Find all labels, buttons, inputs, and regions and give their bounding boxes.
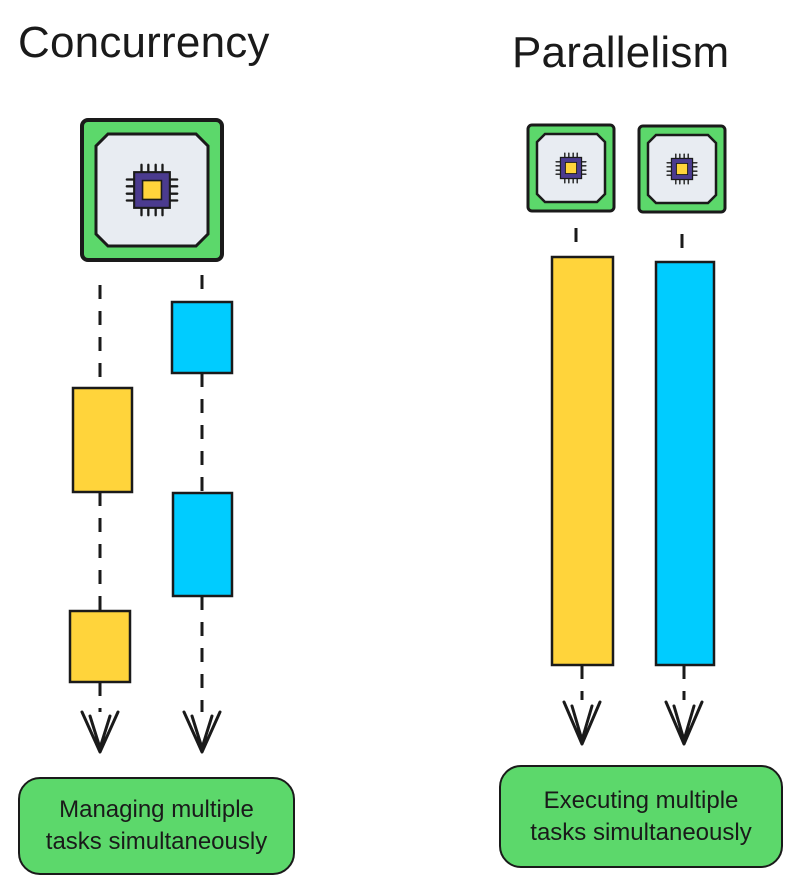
parallelism-arrow-b-icon: [664, 700, 704, 746]
parallelism-arrow-a-icon: [562, 700, 602, 746]
parallelism-caption: Executing multiple tasks simultaneously: [499, 765, 783, 868]
concurrency-caption: Managing multiple tasks simultaneously: [18, 777, 295, 875]
concurrency-title: Concurrency: [18, 18, 270, 67]
concurrency-arrow-a-icon: [80, 710, 120, 754]
parallelism-timeline-lines: [574, 228, 686, 700]
parallelism-task-b-bar: [654, 260, 716, 667]
concurrency-arrow-b-icon: [182, 710, 222, 754]
parallelism-cpu-1-icon: [526, 123, 616, 213]
concurrency-cpu-icon: [80, 118, 224, 262]
concurrency-caption-line-1: Managing multiple: [59, 796, 254, 823]
parallelism-caption-line-1: Executing multiple: [543, 786, 739, 814]
concurrency-task-a-block-2: [68, 609, 132, 684]
concurrency-task-a-block-1: [71, 386, 134, 494]
parallelism-cpu-2-icon: [637, 124, 727, 214]
concurrency-caption-line-2: tasks simultaneously: [45, 828, 268, 855]
parallelism-task-a-bar: [550, 255, 615, 667]
parallelism-caption-line-2: tasks simultaneously: [530, 818, 752, 846]
concurrency-task-b-block-1: [170, 300, 234, 375]
parallelism-title: Parallelism: [512, 28, 730, 77]
concurrency-task-b-block-2: [171, 491, 234, 598]
concurrency-timeline-lines: [98, 275, 204, 712]
